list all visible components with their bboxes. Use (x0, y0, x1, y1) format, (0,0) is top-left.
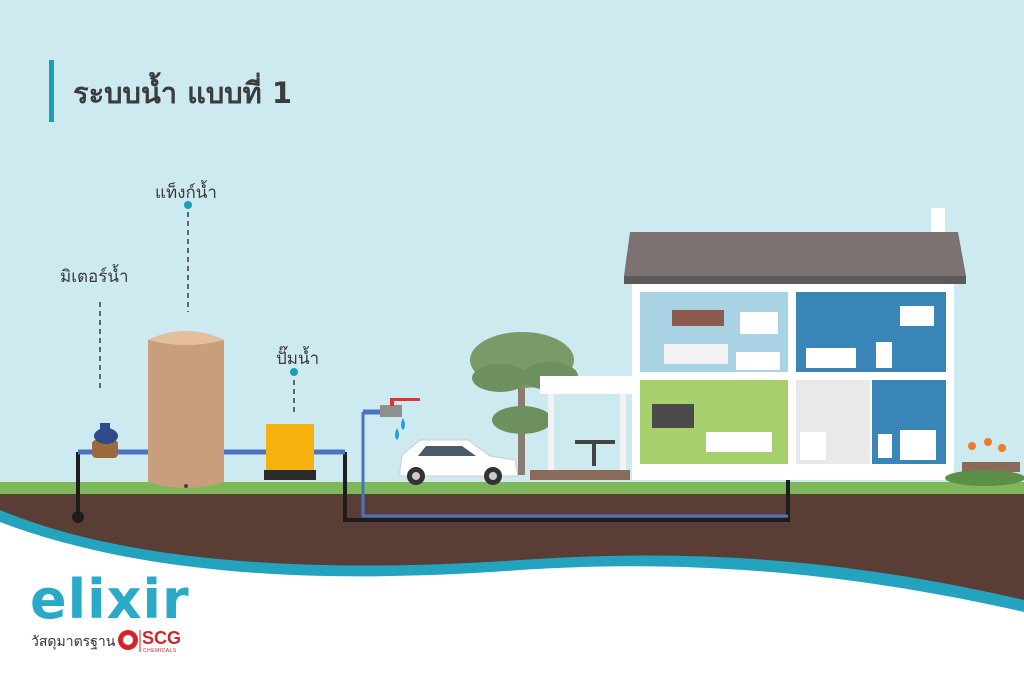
white-wave (0, 522, 1024, 682)
supply-source-dot (72, 511, 84, 523)
meter-label: มิเตอร์น้ำ (60, 267, 129, 287)
water-meter-icon (92, 423, 118, 458)
faucet-underground-pipe (361, 412, 788, 518)
house-icon (624, 208, 966, 480)
car-icon (399, 439, 519, 485)
flower-bed-icon (945, 438, 1024, 486)
scg-emblem-icon (118, 630, 138, 650)
elixir-logo: elixir (30, 568, 190, 631)
water-pump-icon (264, 424, 316, 480)
scg-chemicals: CHEMICALS (143, 648, 177, 654)
pump-leader-dot (290, 368, 298, 376)
page-title: ระบบน้ำ แบบที่ 1 (73, 76, 293, 110)
faucet-icon (380, 398, 420, 440)
brand-tagline: วัสดุมาตรฐาน (31, 634, 116, 650)
underground-pipe (343, 452, 790, 522)
pump-label: ปั๊มน้ำ (276, 349, 320, 369)
scg-wordmark: SCG (142, 628, 182, 648)
tank-label: แท็งก์น้ำ (155, 183, 217, 203)
gazebo-icon (530, 376, 632, 480)
title-accent-bar (49, 60, 54, 122)
tank-leader-dot (184, 201, 192, 209)
grass-strip (0, 482, 1024, 494)
water-tank-icon (148, 331, 224, 488)
